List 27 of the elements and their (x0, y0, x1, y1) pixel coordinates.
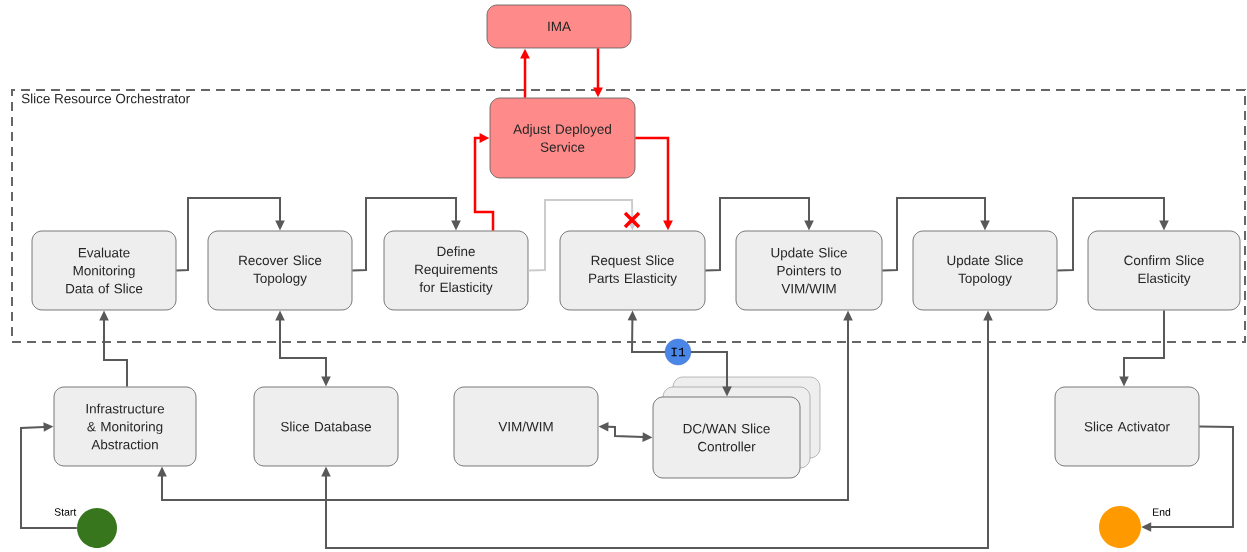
beside-label: Start (54, 508, 77, 516)
beside-label: End (1153, 508, 1171, 516)
arrow (351, 197, 461, 272)
arrow (881, 197, 990, 272)
process-box: Adjust Deployed Service (489, 97, 636, 179)
process-box: Update Slice Pointers to VIM/WIM (735, 230, 883, 311)
process-box: Update Slice Topology (912, 230, 1058, 311)
arrow (20, 422, 78, 529)
process-box: Define Requirements for Elasticity (383, 230, 529, 311)
arrow (473, 133, 495, 231)
start-circle (77, 508, 117, 548)
edge-label: I1 (664, 338, 692, 366)
arrow (704, 197, 814, 272)
end-circle (1099, 506, 1141, 548)
arrow (175, 197, 285, 272)
component-box: Slice Activator (1054, 386, 1200, 467)
process-box: IMA (486, 4, 632, 49)
component-box: Slice Database (253, 386, 399, 467)
component-box: Infrastructure & Monitoring Abstraction (53, 386, 197, 467)
arrow (1056, 197, 1169, 272)
process-box: Confirm Slice Elasticity (1087, 230, 1241, 311)
stacked-box: DC/WAN Slice Controller (652, 376, 821, 479)
process-box: Evaluate Monitoring Data of Slice (31, 230, 177, 311)
component-box: VIM/WIM (453, 386, 599, 467)
process-box: Request Slice Parts Elasticity (559, 230, 706, 311)
process-box: Recover Slice Topology (207, 230, 353, 311)
arrow (527, 199, 638, 272)
